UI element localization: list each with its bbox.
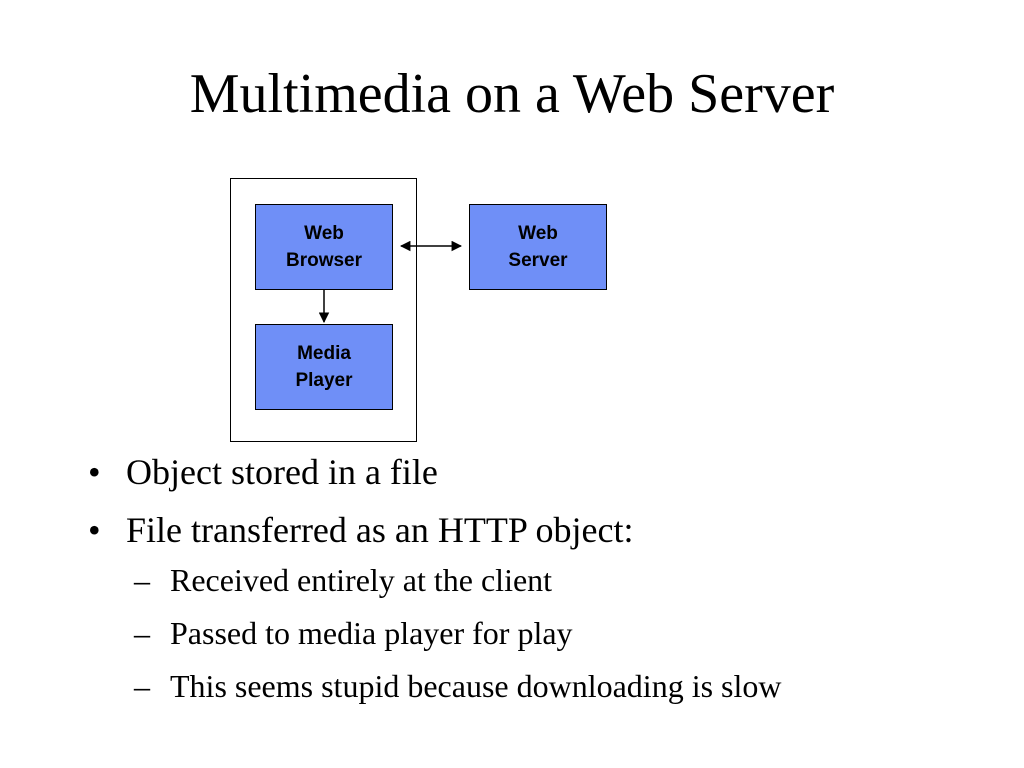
web-server-label-line2: Server bbox=[508, 250, 568, 271]
media-player-label-line1: Media bbox=[297, 343, 351, 364]
sub-bullet-text: This seems stupid because downloading is… bbox=[170, 668, 782, 704]
bullet-marker: • bbox=[88, 452, 101, 492]
bullet-marker: • bbox=[88, 510, 101, 550]
web-browser-label-line2: Browser bbox=[285, 250, 363, 271]
sub-bullet-item: – Received entirely at the client bbox=[124, 554, 781, 607]
web-server-label-line1: Web bbox=[518, 223, 558, 244]
web-browser-node: Web Browser bbox=[255, 204, 393, 290]
sub-bullet-item: – Passed to media player for play bbox=[124, 607, 781, 660]
sub-bullet-marker: – bbox=[134, 668, 150, 704]
bullet-item: • File transferred as an HTTP object: bbox=[88, 501, 634, 559]
media-player-node: Media Player bbox=[255, 324, 393, 410]
web-browser-label-line1: Web bbox=[304, 223, 344, 244]
sub-bullet-marker: – bbox=[134, 615, 150, 651]
bullet-text: Object stored in a file bbox=[126, 452, 438, 492]
sub-bullet-item: – This seems stupid because downloading … bbox=[124, 660, 781, 713]
sub-bullet-marker: – bbox=[134, 562, 150, 598]
bullet-list: • Object stored in a file • File transfe… bbox=[88, 443, 634, 559]
sub-bullet-text: Passed to media player for play bbox=[170, 615, 573, 651]
bullet-item: • Object stored in a file bbox=[88, 443, 634, 501]
slide-title: Multimedia on a Web Server bbox=[189, 63, 835, 125]
web-server-node: Web Server bbox=[469, 204, 607, 290]
sub-bullet-text: Received entirely at the client bbox=[170, 562, 553, 598]
media-player-label-line2: Player bbox=[295, 370, 353, 391]
bullet-text: File transferred as an HTTP object: bbox=[126, 510, 634, 550]
sub-bullet-list: – Received entirely at the client – Pass… bbox=[124, 554, 781, 713]
